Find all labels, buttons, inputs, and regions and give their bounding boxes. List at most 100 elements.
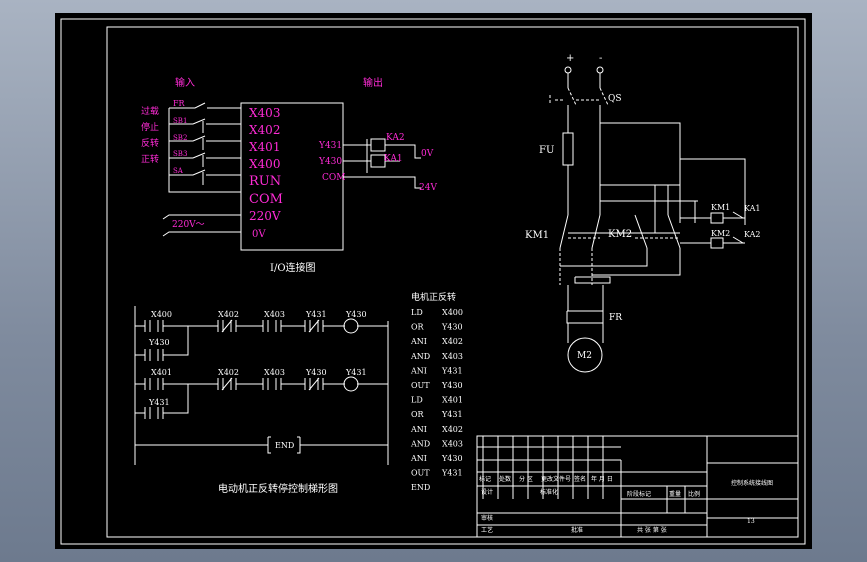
program-operand: X402 [442, 337, 463, 346]
program-opcode: LD [411, 308, 423, 317]
ladder-contact-label: X401 [151, 368, 172, 377]
tb-review: 审核 [481, 514, 493, 522]
coil-label: KA2 [386, 133, 405, 143]
ladder-end-label: END [275, 441, 294, 450]
io-caption: I/O连接图 [270, 261, 316, 274]
plc-output-label: Y431 [318, 141, 342, 151]
outer-border [60, 18, 806, 545]
inner-border [106, 26, 799, 538]
program-opcode: ANI [410, 366, 427, 375]
program-operand: Y431 [441, 469, 463, 478]
program-opcode: OR [411, 410, 425, 419]
program-operand: X400 [442, 308, 463, 317]
ladder-caption: 电动机正反转停控制梯形图 [218, 482, 338, 495]
ladder-contact-label: X403 [264, 310, 285, 319]
main-circuit: + - QS FU KM1 KM2 FR M [525, 53, 761, 373]
ladder-contact-label: Y431 [305, 310, 327, 319]
program-opcode: AND [410, 439, 430, 448]
ladder-contact-label: Y431 [148, 398, 170, 407]
qs-label: QS [608, 94, 622, 104]
km2-label: KM2 [608, 229, 632, 240]
ladder-coil-label: Y431 [345, 368, 367, 377]
tb-row1-cell: 处数 [499, 475, 511, 483]
plc-input-label: COM [249, 192, 283, 207]
tb-row1-cell: 分 区 [519, 475, 533, 483]
program-operand: X401 [442, 396, 463, 405]
title-block: 标记 处数 分 区 更改文件号 签名 年 月 日 设计 标准化 阶段标记 重量 … [476, 435, 799, 538]
tb-design: 设计 [481, 488, 493, 496]
ladder-contact-label: Y430 [305, 368, 327, 377]
ladder-contact-label: X400 [151, 310, 172, 319]
fu-label: FU [539, 145, 554, 156]
io-left-label: 反转 [141, 137, 159, 149]
km1-label: KM1 [525, 230, 549, 241]
plus-label: + [566, 53, 574, 64]
plc-input-label: X403 [249, 106, 280, 120]
tb-scale: 比例 [688, 490, 700, 498]
program-opcode: ANI [410, 454, 427, 463]
program-operand: X403 [442, 439, 463, 448]
tb-approve: 批准 [571, 526, 583, 534]
program-opcode: AND [410, 352, 430, 361]
switch-label: SA [173, 167, 184, 175]
supply-label: 220V～ [172, 220, 205, 230]
plc-output-label: COM [322, 173, 345, 183]
tb-row1-cell: 更改文件号 [541, 475, 571, 483]
tb-process: 工艺 [481, 526, 493, 534]
io-output-header: 输出 [363, 76, 383, 89]
program-opcode: END [411, 483, 430, 492]
program-opcode: ANI [410, 425, 427, 434]
output-voltage: 0V [421, 149, 434, 159]
ladder-coil-label: Y430 [345, 310, 367, 319]
tb-drawing-no: 13 [747, 518, 755, 525]
plc-input-label: RUN [249, 174, 281, 189]
program-operand: X402 [442, 425, 463, 434]
program-opcode: OUT [411, 381, 430, 390]
switch-label: SB3 [173, 150, 187, 158]
ctrl-label: KM2 [711, 229, 730, 238]
plc-input-label: X400 [249, 157, 280, 171]
plc-input-label: X401 [249, 140, 280, 154]
minus-label: - [599, 53, 602, 64]
program-opcode: ANI [410, 337, 427, 346]
program-operand: Y431 [441, 366, 463, 375]
program-opcode: OUT [411, 469, 430, 478]
program-title: 电机正反转 [411, 291, 456, 303]
title-block-grid [476, 435, 799, 538]
ctrl-label: KM1 [711, 203, 730, 212]
program-opcode: OR [411, 323, 425, 332]
program-operand: Y430 [441, 454, 463, 463]
motor-label: M2 [577, 351, 592, 361]
switch-label: SB1 [173, 117, 187, 125]
io-left-label: 过载 [141, 105, 159, 117]
io-diagram: 输入 输出 过载 停止 反转 正转 FR SB1 SB2 SB3 SA X403… [141, 76, 437, 274]
program-operand: X403 [442, 352, 463, 361]
tb-sheets: 共 张 第 张 [637, 526, 667, 534]
ladder-rails [134, 306, 389, 465]
input-switch-wiring [162, 102, 241, 237]
program-operand: Y431 [441, 410, 463, 419]
main-circuit-wiring [549, 66, 746, 373]
ctrl-label: KA2 [744, 230, 761, 239]
plc-input-label: 0V [252, 229, 266, 240]
coil-label: KA1 [384, 154, 403, 164]
ladder-diagram: X400 Y430 X402 X403 Y431 Y430 X401 Y431 … [134, 306, 389, 495]
program-operand: Y430 [441, 381, 463, 390]
tb-stage: 阶段标记 [627, 490, 651, 498]
io-left-label: 停止 [141, 121, 159, 133]
program-opcode: LD [411, 396, 423, 405]
tb-row1-cell: 年 月 日 [591, 475, 613, 483]
tb-weight: 重量 [669, 490, 681, 498]
io-input-header: 输入 [175, 76, 195, 89]
ladder-contact-label: X402 [218, 368, 239, 377]
switch-label: FR [173, 99, 186, 108]
plc-input-label: 220V [249, 209, 281, 223]
ctrl-label: KA1 [744, 204, 761, 213]
switch-label: SB2 [173, 134, 187, 142]
tb-std: 标准化 [540, 488, 558, 496]
cad-viewport[interactable]: 输入 输出 过载 停止 反转 正转 FR SB1 SB2 SB3 SA X403… [55, 13, 812, 549]
tb-row1-cell: 签名 [574, 475, 586, 483]
io-left-label: 正转 [141, 153, 159, 165]
